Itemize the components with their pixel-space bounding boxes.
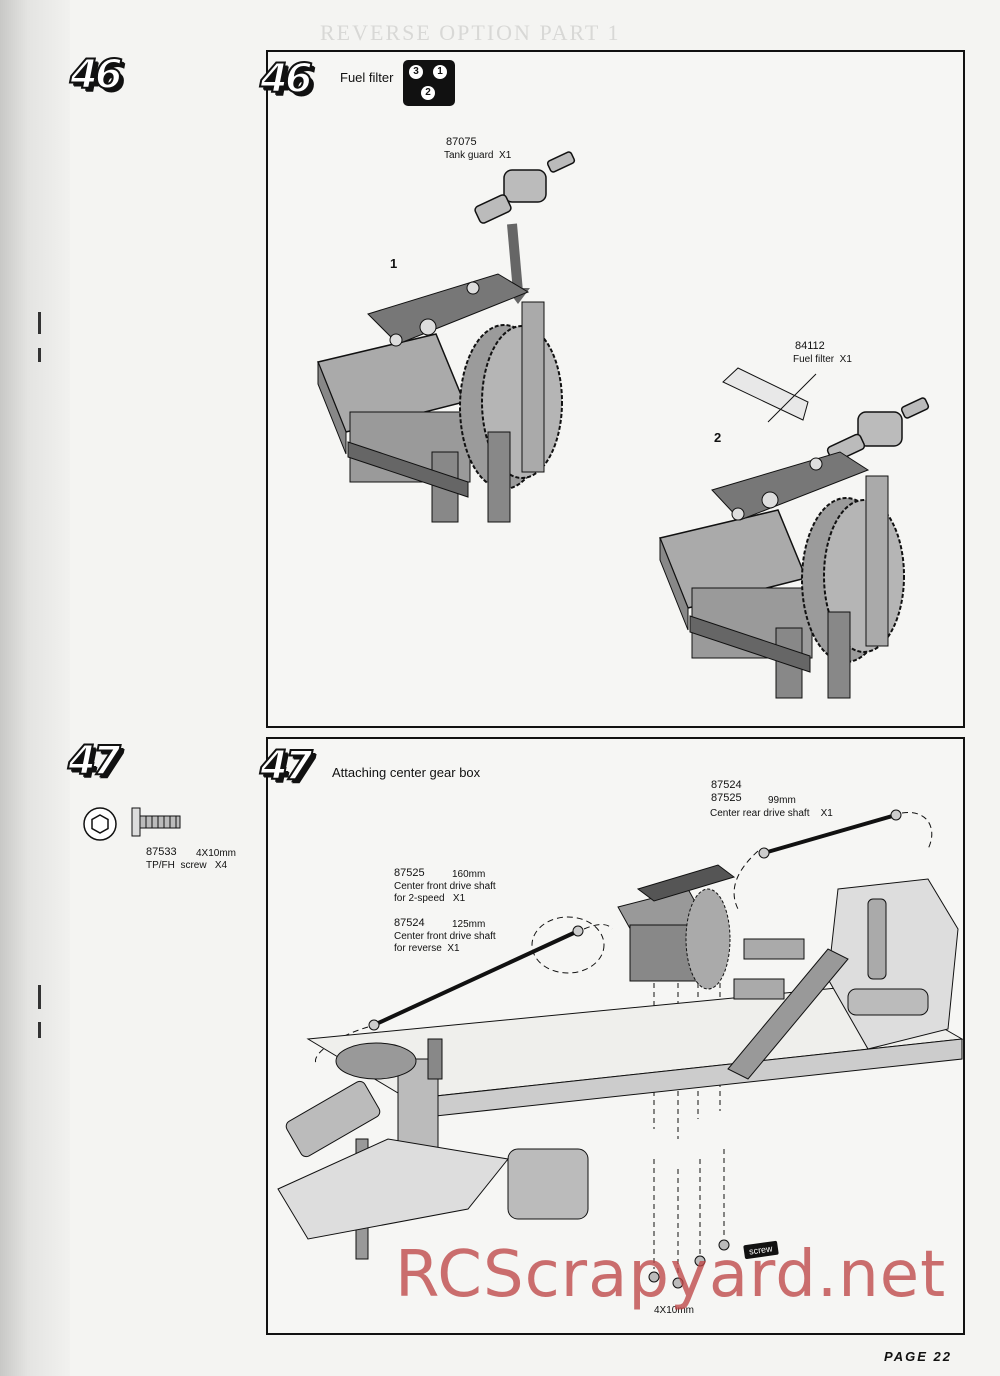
chassis-assembly-illustration xyxy=(277,809,964,1289)
sequence-step-3: 3 xyxy=(409,65,423,79)
gearbox-illustration-2 xyxy=(658,367,930,699)
front-shaft-2speed-number: 87525 xyxy=(394,867,425,879)
screw-87533-size: 4X10mm xyxy=(196,848,237,859)
step-46-badge: 46 xyxy=(259,55,314,103)
front-shaft-reverse-size: 125mm xyxy=(452,919,486,930)
part-84112-number: 84112 xyxy=(795,340,825,352)
spine-mark xyxy=(38,312,41,334)
step-46-panel: 46 Fuel filter 3 1 2 87075 Tank guard X1… xyxy=(259,50,965,728)
screw-head-icon xyxy=(83,807,117,841)
page-spine xyxy=(0,0,70,1376)
rear-shaft-size: 99mm xyxy=(768,795,796,806)
screw-87533-desc: TP/FH screw X4 xyxy=(146,860,228,871)
assembly-sequence-icon: 3 1 2 xyxy=(403,60,455,106)
step-47-badge: 47 xyxy=(259,742,314,790)
screw-87533-number: 87533 xyxy=(146,846,177,858)
screw-side-icon xyxy=(131,807,181,837)
rear-shaft-desc: Center rear drive shaft X1 xyxy=(710,808,833,819)
page-number: PAGE 22 xyxy=(884,1349,952,1364)
subassembly-marker-2: 2 xyxy=(714,430,722,445)
watermark: RCScrapyard.net xyxy=(395,1238,947,1312)
front-shaft-2speed-desc: Center front drive shaft for 2-speed X1 xyxy=(394,881,496,904)
spine-mark xyxy=(38,985,41,1009)
step-47-panel: 47 Attaching center gear box 87524 87525… xyxy=(259,737,965,1335)
spine-mark xyxy=(38,348,41,362)
mount-screw-size-label: 4X10mm xyxy=(654,1305,695,1316)
part-87075-number: 87075 xyxy=(446,136,477,148)
part-84112-desc: Fuel filter X1 xyxy=(793,354,852,365)
step-47-badge-left: 47 xyxy=(67,737,122,785)
header-ghost-text: REVERSE OPTION PART 1 xyxy=(320,20,621,45)
step-46-title: Fuel filter xyxy=(340,70,394,85)
front-shaft-reverse-number: 87524 xyxy=(394,917,425,929)
front-shaft-2speed-size: 160mm xyxy=(452,869,486,880)
spine-mark xyxy=(38,1022,41,1038)
rear-shaft-numbers: 87524 87525 xyxy=(711,779,742,804)
sequence-step-1: 1 xyxy=(433,65,447,79)
step-46-badge-left: 46 xyxy=(69,51,124,99)
subassembly-marker-1: 1 xyxy=(390,256,398,271)
step-47-title: Attaching center gear box xyxy=(332,765,481,780)
gearbox-illustration-1 xyxy=(316,151,576,523)
sequence-step-2: 2 xyxy=(421,86,435,100)
part-87075-desc: Tank guard X1 xyxy=(444,150,512,161)
front-shaft-reverse-desc: Center front drive shaft for reverse X1 xyxy=(394,931,496,954)
